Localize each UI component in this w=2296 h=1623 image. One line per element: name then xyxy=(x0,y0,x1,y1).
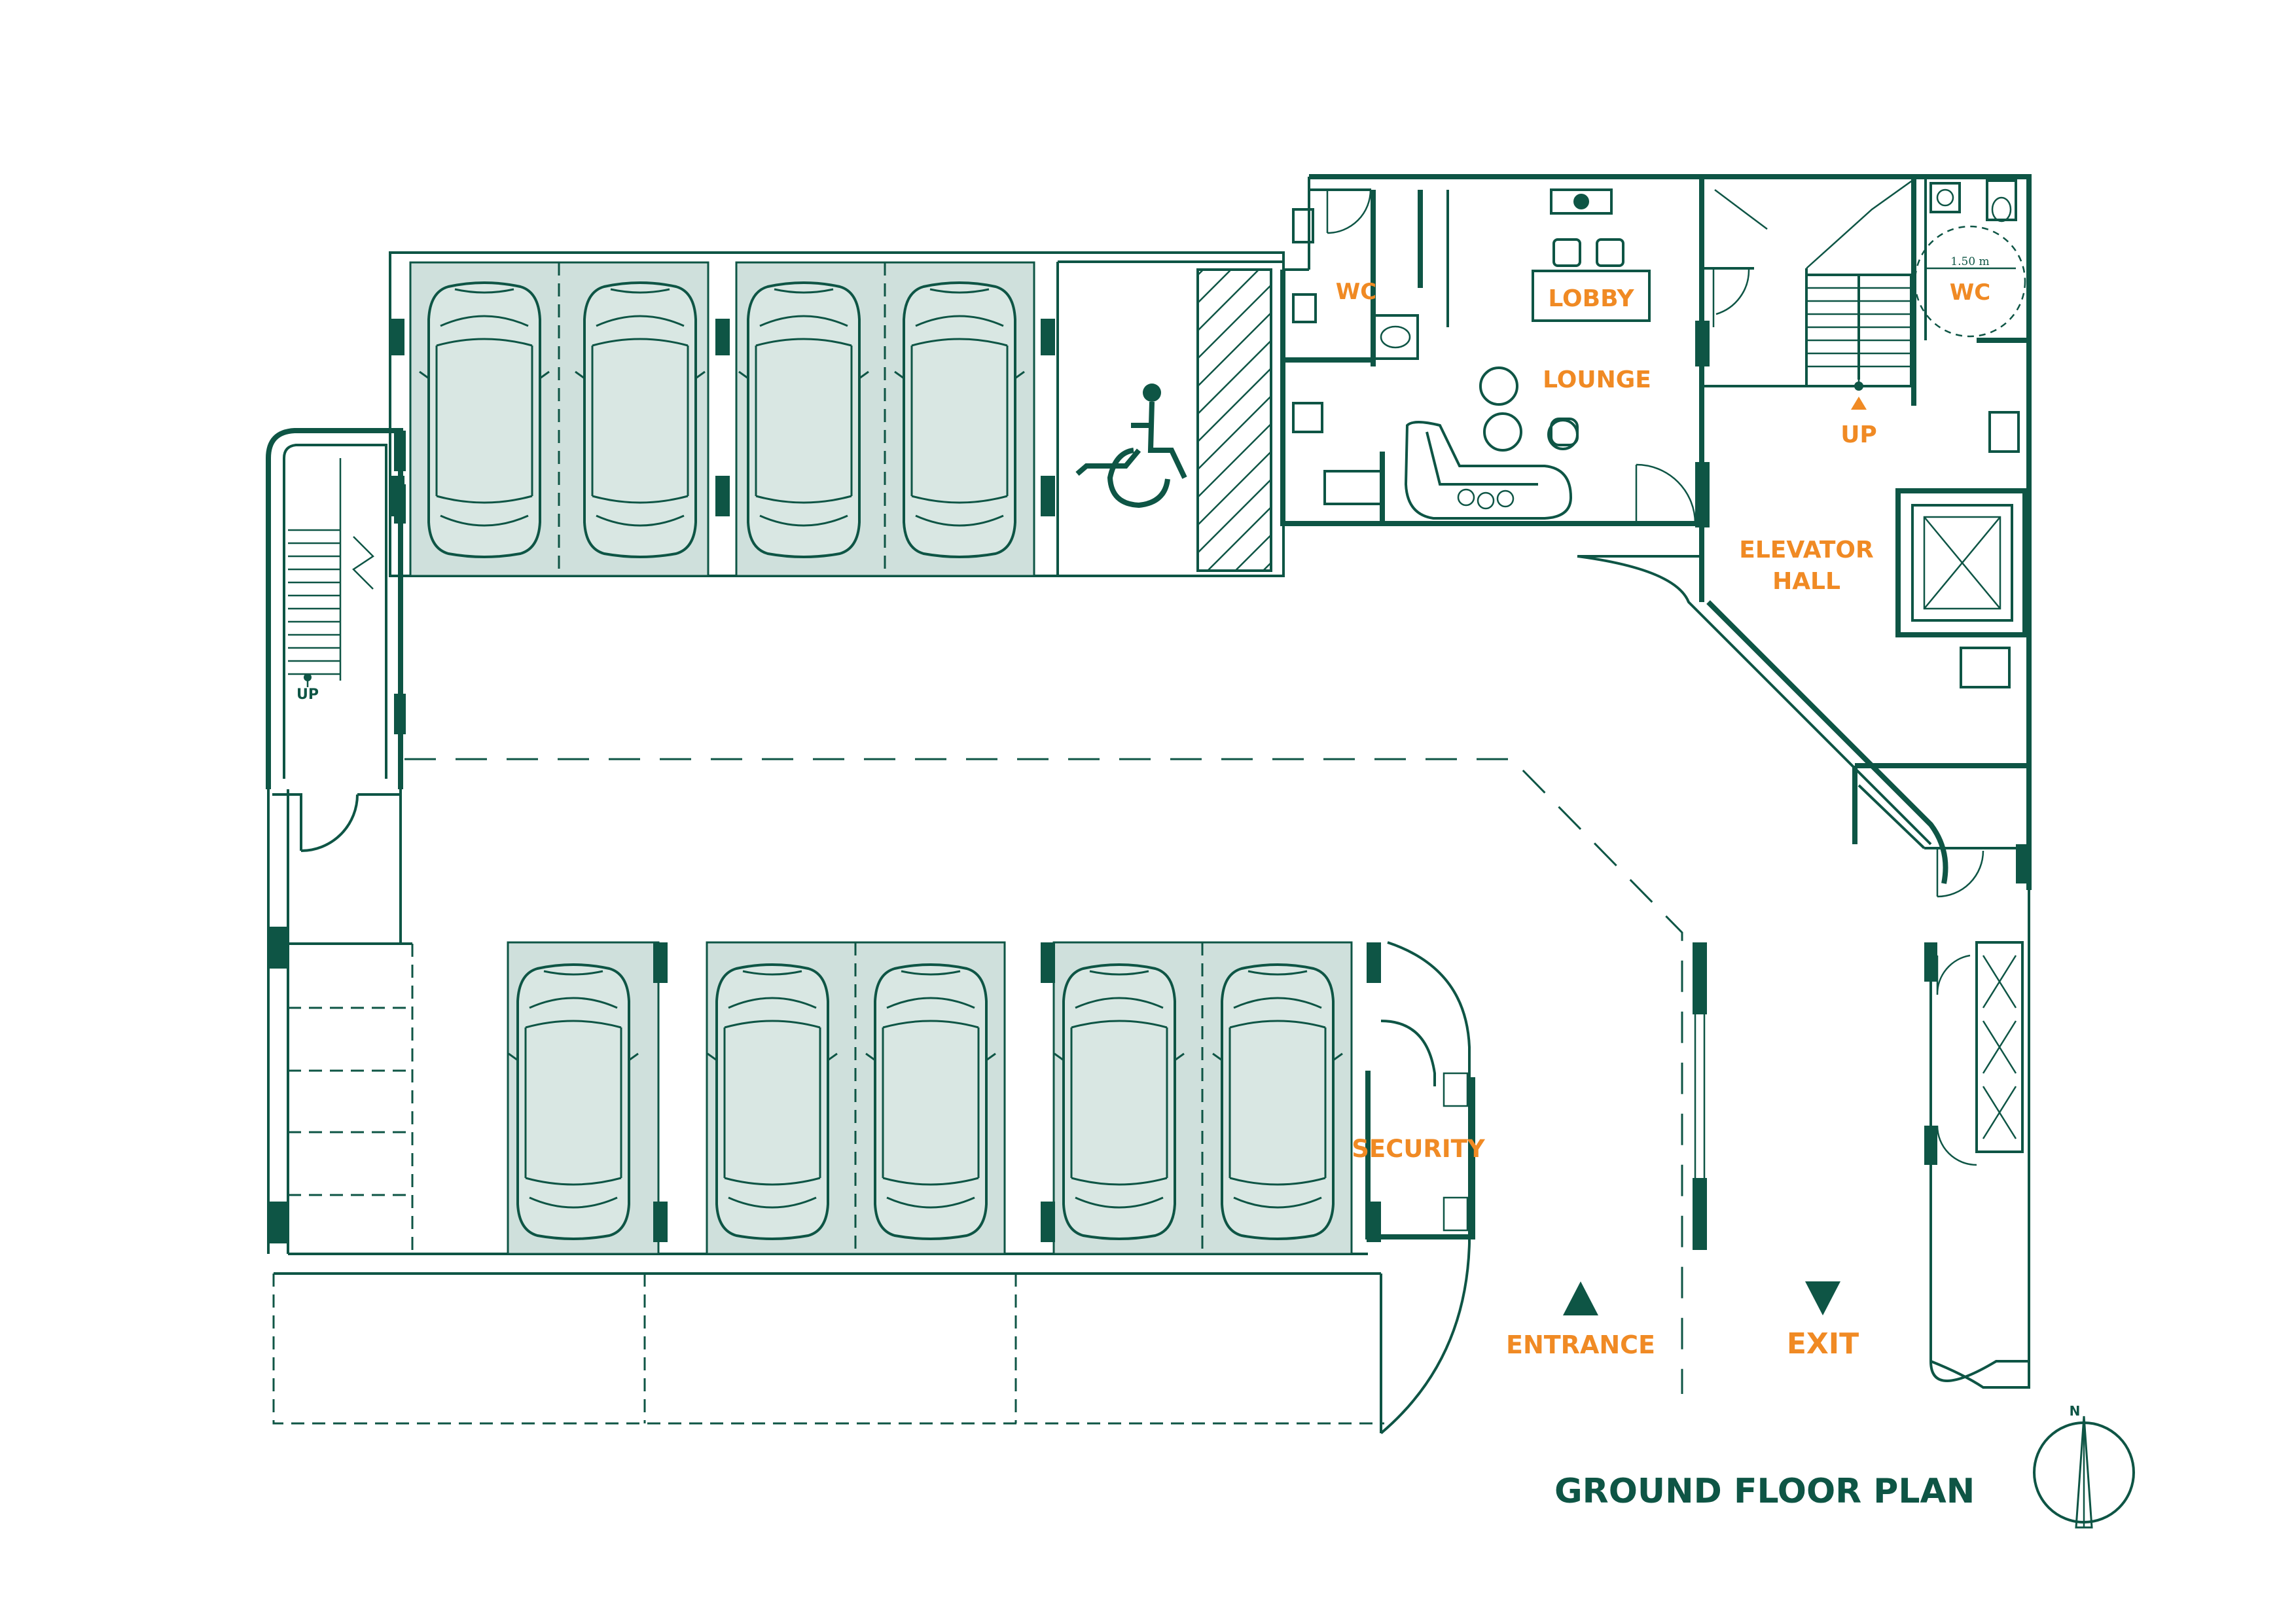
entrance-exit-gate: ENTRANCE EXIT xyxy=(1506,942,1859,1361)
wheelchair-icon xyxy=(1075,383,1187,508)
arrow-up-icon xyxy=(1563,1281,1598,1315)
plan-title: GROUND FLOOR PLAN xyxy=(1554,1472,1975,1511)
service-shaft xyxy=(1975,941,2024,1153)
car-icon xyxy=(507,963,639,1240)
street-zones xyxy=(272,941,1471,1435)
building-core: WC LOBBY LOUNGE xyxy=(1280,174,2032,1389)
compass-north-label: N xyxy=(2070,1403,2081,1419)
exit-label: EXIT xyxy=(1787,1327,1859,1361)
bottom-parking-row xyxy=(288,941,1381,1255)
elevator-hall-label-2: HALL xyxy=(1772,568,1840,595)
dimension-label: 1.50 m xyxy=(1950,255,1989,268)
lounge-label: LOUNGE xyxy=(1543,366,1651,393)
stair-up-label: UP xyxy=(296,687,319,703)
car-icon xyxy=(865,963,997,1240)
elevator-shaft xyxy=(1895,488,2028,637)
stair-up-right-label: UP xyxy=(1840,421,1877,448)
lobby-label: LOBBY xyxy=(1548,285,1634,312)
car-icon xyxy=(418,281,550,558)
security-label: SECURITY xyxy=(1352,1135,1486,1163)
entrance-label: ENTRANCE xyxy=(1506,1330,1655,1359)
car-icon xyxy=(1211,963,1344,1240)
car-icon xyxy=(1053,963,1185,1240)
elevator-hall-label-1: ELEVATOR xyxy=(1739,537,1874,563)
compass-icon: N xyxy=(2033,1403,2135,1529)
left-stair-tower: UP xyxy=(266,428,406,852)
security-booth: SECURITY xyxy=(1352,1020,1486,1240)
car-icon xyxy=(706,963,838,1240)
car-icon xyxy=(893,281,1026,558)
arrow-down-icon xyxy=(1805,1281,1840,1315)
elevator-car xyxy=(1911,504,2013,622)
left-small-bays xyxy=(288,942,414,1254)
wc-left-label: WC xyxy=(1336,279,1376,305)
wc-right-label: WC xyxy=(1950,279,1990,306)
stair-door[interactable] xyxy=(300,793,359,852)
car-icon xyxy=(738,281,870,558)
hatched-loading-zone xyxy=(1196,268,1272,572)
car-icon xyxy=(574,281,706,558)
drive-aisle-guide xyxy=(404,758,1683,1394)
top-parking-row xyxy=(389,251,1285,577)
